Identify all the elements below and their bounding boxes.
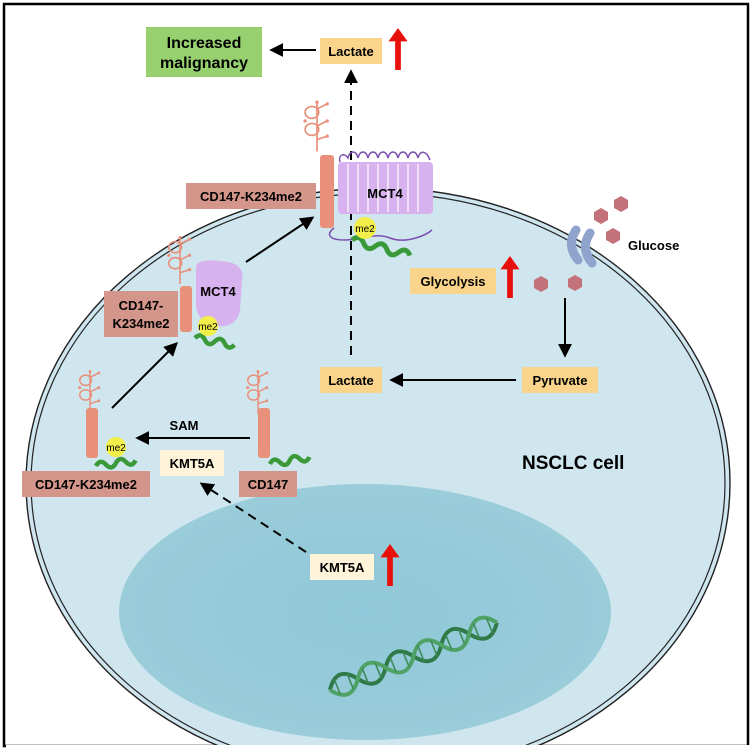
mct4-membrane-label: MCT4	[367, 186, 403, 201]
me2-mark-membrane	[354, 217, 376, 239]
increased-malignancy-line2: malignancy	[160, 55, 248, 72]
mid-to-membrane-arrow	[245, 216, 315, 263]
cd147-k234me2-bottom-label: CD147-K234me2	[35, 477, 137, 492]
increased-malignancy-line1: Increased	[167, 35, 242, 52]
alpha-helix-icon	[267, 453, 312, 468]
dna-helix-icon	[328, 615, 499, 697]
me2-label-bottom: me2	[106, 443, 126, 454]
lactate-intracellular-label: Lactate	[328, 373, 374, 388]
kmt5a-cytoplasm-label: KMT5A	[170, 456, 215, 471]
kmt5a-cytoplasm-box: KMT5A	[160, 450, 224, 476]
cd147-membrane-domain	[320, 155, 334, 228]
kmt5a-nucleus-box: KMT5A	[310, 554, 374, 580]
cd147-k234me2-membrane-label: CD147-K234me2	[200, 189, 302, 204]
me2-label-membrane: me2	[355, 224, 375, 235]
cd147-unmodified-domain	[258, 408, 270, 458]
cd147-k234me2-mid-line2: K234me2	[112, 316, 169, 331]
glucose-molecules	[534, 196, 628, 292]
pyruvate-box: Pyruvate	[522, 367, 598, 393]
nucleus	[119, 484, 611, 740]
cd147-mid-domain	[180, 286, 192, 332]
cd147-k234me2-membrane-box: CD147-K234me2	[186, 183, 316, 209]
cd147-k234me2-mid-line1: CD147-	[119, 298, 164, 313]
glucose-label: Glucose	[628, 238, 679, 253]
bottom-to-mid-arrow	[111, 342, 178, 409]
cd147-label: CD147	[248, 477, 288, 492]
kmt5a-export-arrow	[199, 482, 307, 553]
cd147-bottom-methylated-domain	[86, 408, 98, 458]
lactate-intracellular-box: Lactate	[320, 367, 382, 393]
alpha-helix-icon	[94, 456, 138, 470]
cd147-k234me2-bottom-box: CD147-K234me2	[22, 471, 150, 497]
glucose-transporter-icon	[567, 225, 597, 268]
pyruvate-label: Pyruvate	[533, 373, 588, 388]
me2-mark-mid	[198, 316, 218, 336]
alpha-helix-icon	[193, 333, 236, 350]
sam-label: SAM	[170, 418, 199, 433]
cell-type-label: NSCLC cell	[522, 453, 624, 474]
me2-label-mid: me2	[198, 322, 218, 333]
lactate-extracellular-box: Lactate	[320, 38, 382, 64]
increased-malignancy-box: Increased malignancy	[146, 27, 262, 77]
mct4-cytoplasm-label: MCT4	[200, 284, 236, 299]
lactate-extracellular-label: Lactate	[328, 44, 374, 59]
alpha-helix-icon	[350, 235, 413, 258]
glycolysis-label: Glycolysis	[420, 274, 485, 289]
kmt5a-nucleus-label: KMT5A	[320, 560, 365, 575]
cd147-box: CD147	[239, 471, 297, 497]
mct4-cytoplasm-transporter: MCT4	[196, 260, 243, 327]
cd147-k234me2-mid-box: CD147- K234me2	[104, 291, 178, 337]
me2-mark-bottom	[106, 437, 126, 457]
glycolysis-box: Glycolysis	[410, 268, 496, 294]
